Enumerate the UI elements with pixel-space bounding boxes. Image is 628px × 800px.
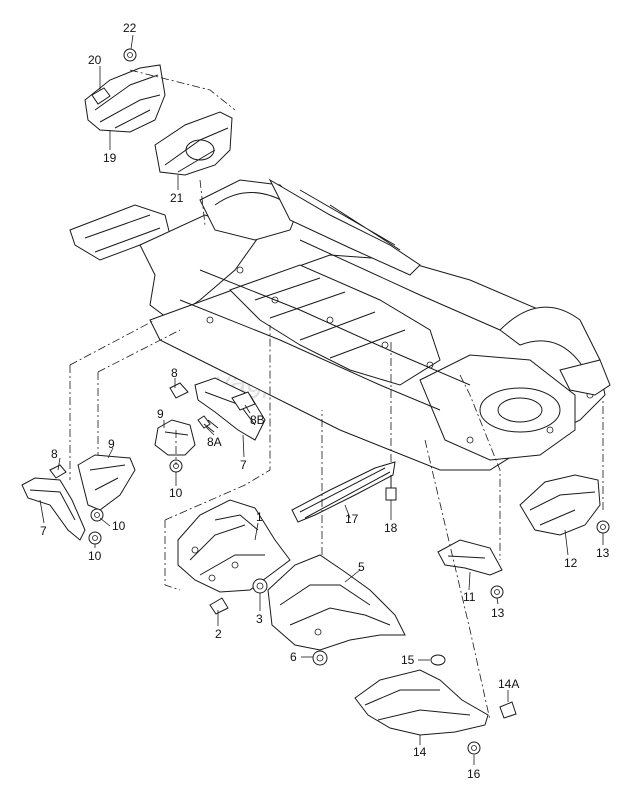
label-22: 22	[123, 21, 137, 35]
assembly-lines	[69, 69, 604, 721]
part-21-heat-shield	[154, 111, 233, 176]
label-6: 6	[290, 650, 297, 664]
part-7-bracket-left	[21, 477, 86, 541]
part-10-nut-c	[169, 459, 183, 473]
part-labels: 22 20 19 21 1 2 3 5 6 7 7 8 8 8A 8B 9 9 …	[40, 21, 610, 781]
part-14a-clip	[499, 701, 517, 719]
label-13a: 13	[491, 606, 505, 620]
part-19-heat-shield	[84, 64, 166, 133]
part-3-nut	[252, 578, 268, 594]
label-10a: 10	[112, 519, 126, 533]
label-5: 5	[358, 560, 365, 574]
label-1: 1	[256, 510, 263, 524]
label-9b: 9	[157, 407, 164, 421]
label-12: 12	[564, 556, 578, 570]
part-10-nut-b	[88, 531, 102, 545]
part-22-nut	[123, 48, 137, 62]
label-8a: 8	[51, 447, 58, 461]
label-10c: 10	[169, 486, 183, 500]
label-11: 11	[463, 590, 476, 604]
floor-pan-assembly	[69, 178, 611, 471]
part-11-shield	[437, 539, 503, 576]
label-16: 16	[467, 767, 481, 781]
part-6-nut	[312, 650, 328, 666]
part-17-tunnel-shield	[291, 461, 396, 523]
label-8B: 8B	[250, 413, 265, 427]
part-13-nut-a	[490, 585, 504, 599]
label-19: 19	[103, 151, 117, 165]
label-18: 18	[384, 521, 398, 535]
label-8b: 8	[171, 366, 178, 380]
part-13-nut-b	[596, 520, 610, 534]
part-9-bracket-left	[77, 454, 136, 511]
label-21: 21	[170, 191, 184, 205]
part-8-clip-left	[49, 464, 67, 479]
part-14-rear-shield	[354, 669, 489, 736]
label-14A: 14A	[498, 677, 519, 691]
label-20: 20	[88, 53, 102, 67]
label-8A: 8A	[207, 435, 222, 449]
label-10b: 10	[88, 549, 102, 563]
label-7a: 7	[40, 524, 47, 538]
part-16-nut	[467, 741, 481, 755]
label-14: 14	[413, 745, 427, 759]
leader-lines	[39, 34, 604, 765]
label-13b: 13	[596, 546, 610, 560]
label-15: 15	[401, 653, 415, 667]
part-8a-bolt	[197, 415, 219, 433]
part-15-nut	[430, 654, 446, 666]
label-7b: 7	[240, 458, 247, 472]
part-2-clip	[209, 597, 229, 615]
label-17: 17	[345, 512, 359, 526]
label-9a: 9	[108, 437, 115, 451]
part-8b-plate	[231, 391, 256, 411]
part-12-rear-shield	[519, 474, 601, 536]
part-8-clip-mid	[169, 382, 189, 399]
part-9-bracket-mid	[154, 419, 196, 456]
label-3: 3	[256, 612, 263, 626]
part-1-heat-shield	[177, 499, 291, 593]
part-18-bolt	[385, 475, 397, 501]
label-2: 2	[215, 627, 222, 641]
part-5-heat-shield	[267, 554, 406, 651]
